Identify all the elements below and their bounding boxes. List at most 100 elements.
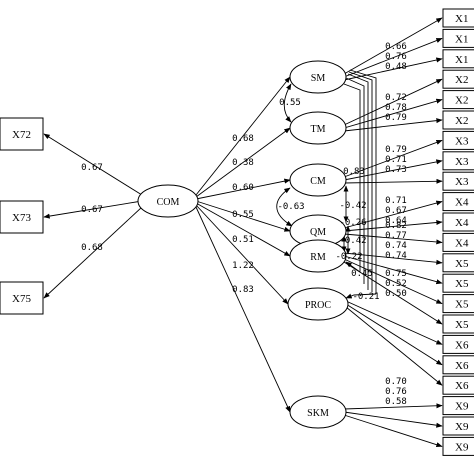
- indicator-label-10: X4: [455, 217, 469, 229]
- loading-rm-2: 0.74: [385, 241, 407, 251]
- path-com-x75: [43, 206, 143, 299]
- corr-label-cm-qm-outer: -0.63: [277, 202, 304, 212]
- corr-sm-rm-b: [345, 77, 365, 284]
- latent-cm-label: CM: [310, 176, 326, 187]
- indicator-box-14: [442, 294, 474, 314]
- indicator-label-2: X1: [455, 54, 468, 66]
- latent-skm-label: SKM: [307, 408, 329, 419]
- loading-cm-1: 0.71: [385, 155, 407, 165]
- corr-label-sm-rm: 0.45: [351, 269, 373, 279]
- indicator-box-8: [442, 171, 474, 191]
- path-com-rm: [195, 202, 291, 257]
- path-skm-indicator-2: [343, 414, 443, 448]
- corr-label-sm-tm: 0.55: [279, 98, 301, 108]
- observed-x73: [0, 200, 44, 234]
- corr-label-sm-proc: -0.21: [352, 292, 379, 302]
- observed-x72-label: X72: [12, 129, 31, 141]
- latent-sm: [289, 60, 347, 94]
- path-com-x73: [43, 200, 143, 219]
- path-com-x72: [43, 133, 143, 196]
- corr-label-cm-qm-b: -0.42: [339, 201, 366, 211]
- indicator-box-7: [442, 151, 474, 171]
- indicator-label-12: X5: [455, 258, 469, 270]
- loading-cm-2: 0.73: [385, 165, 407, 175]
- loading-x75: 0.68: [81, 243, 103, 253]
- path-cm-indicator-0: [343, 139, 443, 178]
- indicator-label-5: X2: [455, 115, 468, 127]
- path-rm-indicator-0: [343, 252, 443, 265]
- loading-x73: 0.67: [81, 205, 103, 215]
- loading-qm-2: 0.64: [385, 216, 407, 226]
- indicator-label-15: X5: [455, 319, 469, 331]
- loading-skm-0: 0.70: [385, 377, 407, 387]
- path-com-cm: [195, 178, 291, 200]
- path-coef-com-proc: 1.22: [232, 261, 254, 271]
- corr-label-cm-qm-a: 0.83: [343, 167, 365, 177]
- path-proc-indicator-0: [345, 300, 443, 345]
- corr-sm-tm: [283, 83, 292, 123]
- indicator-label-3: X2: [455, 74, 468, 86]
- loading-tm-0: 0.72: [385, 93, 407, 103]
- observed-x75-label: X75: [12, 293, 31, 305]
- indicator-box-9: [442, 192, 474, 212]
- latent-qm-label: QM: [310, 227, 326, 238]
- indicator-box-13: [442, 273, 474, 293]
- path-qm-indicator-0: [343, 200, 443, 229]
- loading-sm-2: 0.48: [385, 62, 407, 72]
- path-com-qm: [195, 200, 291, 232]
- loading-proc-2: 0.50: [385, 289, 407, 299]
- indicator-label-11: X4: [455, 237, 469, 249]
- observed-x75: [0, 281, 44, 315]
- indicator-box-12: [442, 253, 474, 273]
- path-sm-indicator-2: [343, 57, 443, 81]
- indicator-label-7: X3: [455, 156, 469, 168]
- indicator-box-15: [442, 314, 474, 334]
- indicator-box-16: [442, 334, 474, 354]
- path-com-proc: [195, 204, 289, 305]
- corr-sm-proc: [348, 71, 373, 292]
- corr-label-qm-rm-b: -0.42: [339, 236, 366, 246]
- loading-cm-0: 0.79: [385, 145, 407, 155]
- indicator-label-13: X5: [455, 278, 469, 290]
- indicator-box-3: [442, 69, 474, 89]
- corr-sm-proc-b: [349, 69, 377, 294]
- latent-com-label: COM: [157, 197, 180, 208]
- indicator-box-0: [442, 8, 474, 28]
- indicator-label-4: X2: [455, 95, 468, 107]
- latent-rm: [289, 239, 347, 273]
- loading-skm-1: 0.76: [385, 387, 407, 397]
- indicator-label-14: X5: [455, 299, 469, 311]
- path-qm-indicator-1: [343, 220, 443, 232]
- loading-rm-3: 0.74: [385, 251, 407, 261]
- loading-proc-0: 0.75: [385, 269, 407, 279]
- indicator-label-18: X6: [455, 380, 469, 392]
- latent-skm: [289, 395, 347, 429]
- path-skm-indicator-0: [343, 403, 443, 410]
- indicator-box-1: [442, 28, 474, 48]
- path-qm-indicator-2: [343, 233, 443, 245]
- path-coef-com-tm: 0.38: [232, 158, 254, 168]
- path-com-sm: [195, 76, 291, 196]
- indicator-label-16: X6: [455, 339, 469, 351]
- indicator-box-11: [442, 232, 474, 252]
- path-coef-com-sm: 0.68: [232, 134, 254, 144]
- latent-rm-label: RM: [310, 252, 326, 263]
- loading-sm-0: 0.66: [385, 42, 407, 52]
- path-tm-indicator-0: [343, 78, 443, 126]
- loading-tm-1: 0.78: [385, 103, 407, 113]
- indicator-box-6: [442, 130, 474, 150]
- latent-proc: [287, 287, 349, 321]
- indicator-label-20: X9: [455, 421, 469, 433]
- indicator-label-19: X9: [455, 401, 469, 413]
- path-cm-indicator-1: [343, 159, 443, 181]
- corr-label-qm-rm-c: -0.22: [335, 252, 362, 262]
- indicator-label-8: X3: [455, 176, 469, 188]
- path-rm-indicator-3: [343, 261, 443, 325]
- loading-tm-2: 0.79: [385, 113, 407, 123]
- path-sm-indicator-0: [343, 17, 443, 75]
- indicator-label-1: X1: [455, 33, 468, 45]
- loading-qm-0: 0.71: [385, 196, 407, 206]
- indicator-box-19: [442, 396, 474, 416]
- indicator-label-0: X1: [455, 13, 468, 25]
- path-sm-indicator-1: [343, 37, 443, 78]
